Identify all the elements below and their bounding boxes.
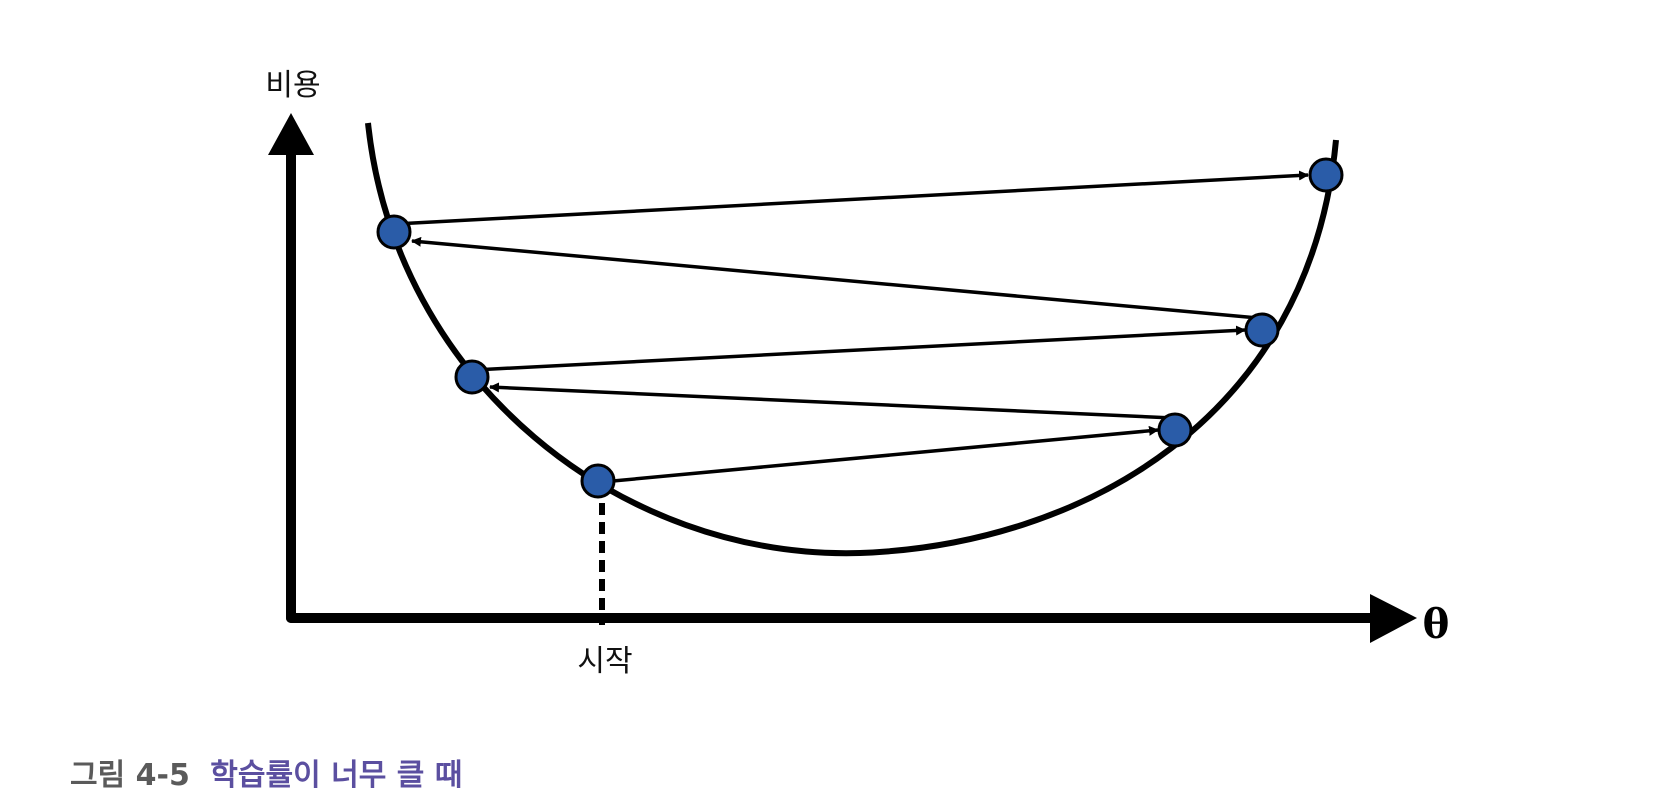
step-arrow-2 <box>489 382 1174 420</box>
step-arrow-4 <box>411 236 1259 320</box>
x-axis-label: θ <box>1423 601 1450 648</box>
step-arrows <box>394 170 1309 484</box>
y-axis-arrowhead <box>268 113 314 155</box>
point-5 <box>376 214 412 250</box>
x-axis-arrowhead <box>1370 594 1417 643</box>
step-arrow-5 <box>394 170 1309 226</box>
step-arrow-3 <box>473 325 1246 372</box>
start-label: 시작 <box>577 644 632 679</box>
point-6 <box>1308 157 1344 193</box>
figure-caption: 그림 4-5 학습률이 너무 클 때 <box>70 750 462 794</box>
point-2 <box>1157 412 1193 448</box>
y-axis-label: 비용 <box>265 68 320 103</box>
point-3 <box>454 359 490 395</box>
point-start <box>580 463 616 499</box>
point-4 <box>1244 312 1280 348</box>
step-arrow-1 <box>601 425 1159 484</box>
caption-number: 그림 4-5 <box>70 758 190 793</box>
cost-curve <box>365 122 1339 557</box>
caption-title: 학습률이 너무 클 때 <box>210 758 463 793</box>
step-points <box>376 157 1344 499</box>
